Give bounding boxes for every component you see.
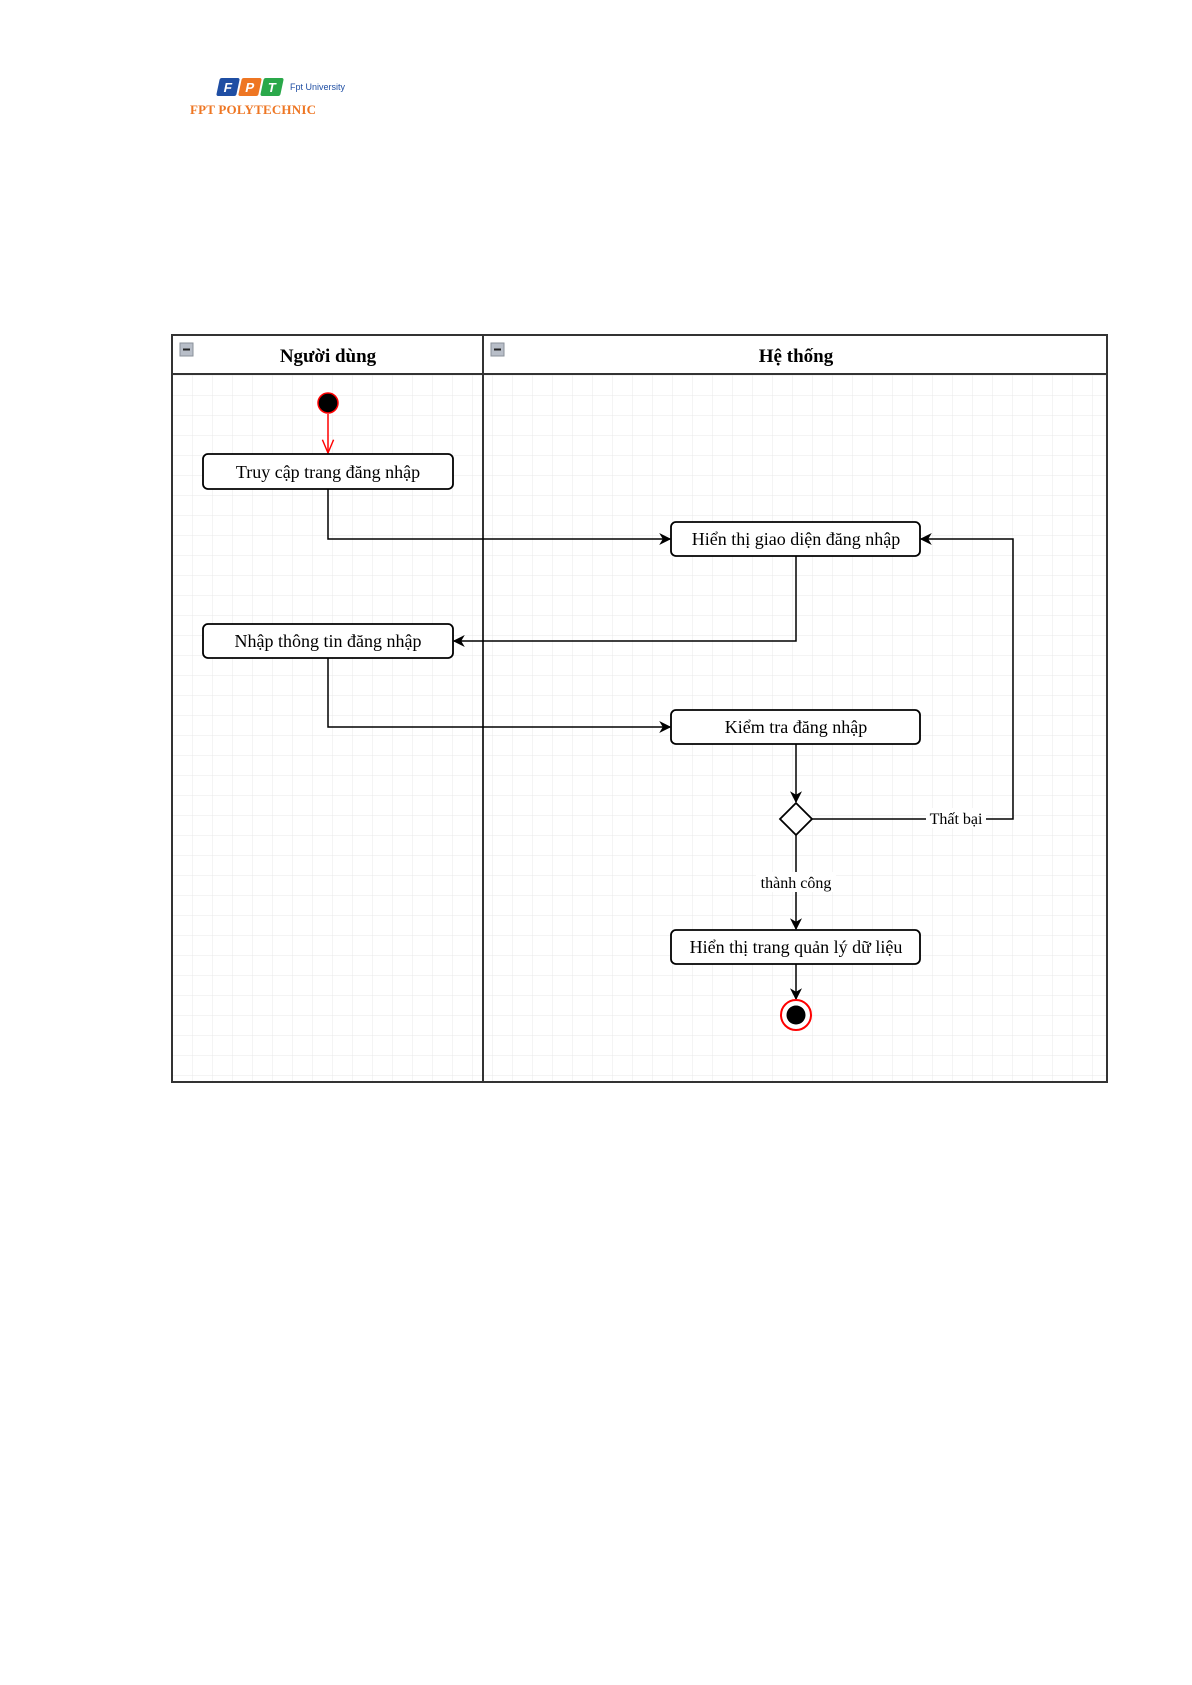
- collapse-icon-user-lane[interactable]: [179, 342, 194, 357]
- action-access-login-page[interactable]: Truy cập trang đăng nhập: [202, 453, 454, 490]
- edge-label-success: thành công: [761, 875, 832, 892]
- edge-label-fail: Thất bại: [930, 811, 983, 828]
- final-node[interactable]: [780, 999, 812, 1031]
- action-label: Kiểm tra đăng nhập: [725, 717, 867, 737]
- edge-input-to-check: [327, 658, 672, 733]
- lane-header-bg: [173, 336, 1106, 374]
- action-show-data-management[interactable]: Hiển thị trang quản lý dữ liệu: [670, 929, 921, 965]
- decision-node[interactable]: [778, 801, 814, 837]
- action-check-login[interactable]: Kiểm tra đăng nhập: [670, 709, 921, 745]
- lane-title-user: Người dùng: [280, 346, 377, 367]
- initial-node[interactable]: [317, 392, 339, 414]
- edge-access-to-show-login: [327, 489, 672, 545]
- label-bg-success: [756, 872, 836, 892]
- edge-show-login-to-input: [452, 556, 797, 647]
- logo-university-text: Fpt University: [290, 82, 346, 92]
- fpt-polytechnic-logo: F P T Fpt University FPT POLYTECHNIC: [190, 78, 345, 122]
- frame-outline: [171, 334, 1108, 1083]
- edge-decision-fail-to-show-login: [812, 533, 1014, 820]
- collapse-icon-system-lane[interactable]: [490, 342, 505, 357]
- action-label: Hiển thị trang quản lý dữ liệu: [690, 937, 903, 957]
- action-label: Nhập thông tin đăng nhập: [235, 631, 422, 651]
- lane-title-system: Hệ thống: [759, 346, 834, 367]
- action-show-login-form[interactable]: Hiển thị giao diện đăng nhập: [670, 521, 921, 557]
- logo-name-text: FPT POLYTECHNIC: [190, 102, 317, 117]
- label-bg-fail: [926, 808, 986, 828]
- action-enter-credentials[interactable]: Nhập thông tin đăng nhập: [202, 623, 454, 659]
- action-label: Truy cập trang đăng nhập: [236, 462, 420, 482]
- action-label: Hiển thị giao diện đăng nhập: [692, 529, 900, 549]
- grid-background: [172, 335, 1107, 1082]
